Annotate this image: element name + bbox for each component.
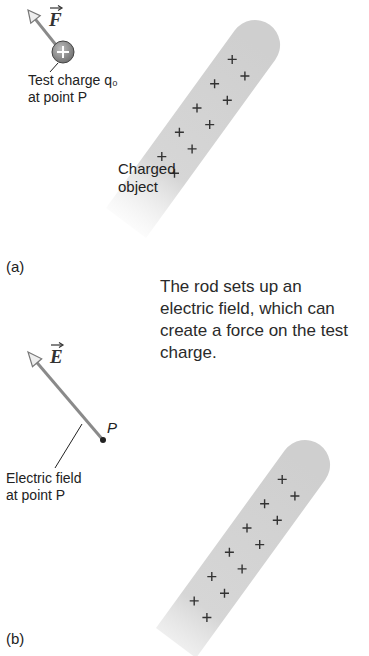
field-arrow (37, 363, 103, 440)
note-text: The rod sets up an electric field, which… (160, 276, 350, 364)
field-arrowhead (28, 352, 42, 367)
point-dot (100, 437, 106, 443)
vector-label: E (50, 346, 63, 369)
plus-sign (57, 46, 69, 58)
leader-line (55, 424, 82, 468)
plus-signs (190, 475, 300, 622)
panel-label: (b) (6, 630, 24, 648)
rod-outline (95, 18, 295, 263)
callout-label: Electric field at point P (6, 470, 94, 504)
test-charge (52, 41, 74, 63)
force-arrowhead (28, 10, 40, 23)
vector-label: F (49, 9, 62, 32)
callout-label: Test charge q₀ at point P (28, 72, 124, 106)
charged-rod (156, 440, 330, 656)
panel-label: (a) (6, 258, 24, 276)
vector-mark (50, 7, 61, 8)
charged-rod (106, 20, 280, 238)
charged-object: Charged object (95, 18, 295, 263)
plus-signs (157, 55, 249, 178)
vector-mark (51, 344, 62, 345)
object-label: Charged object (118, 160, 192, 196)
leader-line (50, 63, 58, 72)
point-label: P (107, 419, 117, 437)
